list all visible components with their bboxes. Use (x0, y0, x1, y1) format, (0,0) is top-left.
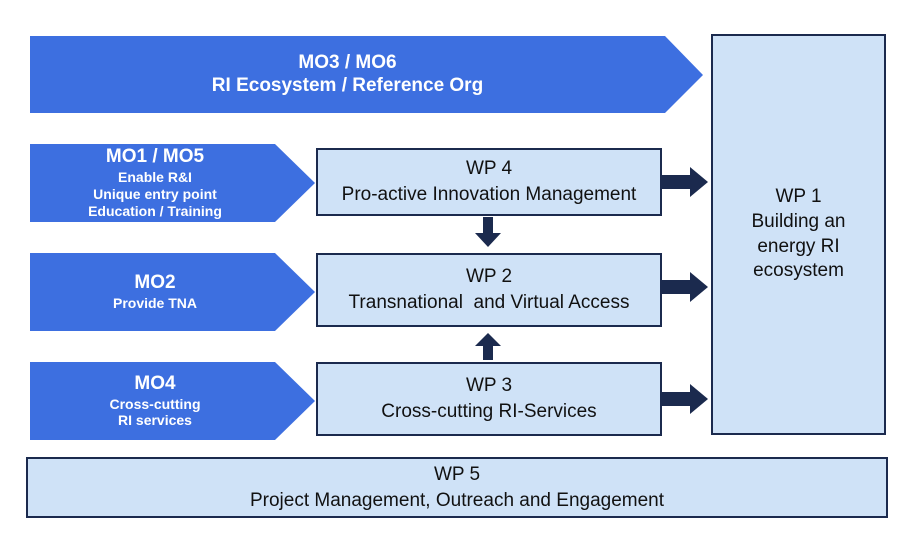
chevron-mo1-mo5-text: MO1 / MO5 Enable R&I Unique entry point … (30, 144, 280, 222)
wp2-box: WP 2 Transnational and Virtual Access (316, 253, 662, 327)
wp4-subtitle: Pro-active Innovation Management (341, 184, 637, 205)
chevron-mo4 (30, 362, 315, 440)
mo4-title: MO4 (134, 372, 176, 394)
wp1-line3: ecosystem (753, 260, 844, 282)
wp3-subtitle: Cross-cutting RI-Services (381, 401, 597, 422)
mo15-line1: Enable R&I (118, 169, 192, 186)
wp3-title: WP 3 (465, 375, 513, 397)
wp1-box: WP 1 Building an energy RI ecosystem (711, 34, 886, 435)
mo2-line1: Provide TNA (112, 295, 197, 311)
mo2-title: MO2 (134, 272, 176, 294)
arrow-wp2-to-wp1 (662, 272, 708, 302)
mo15-line2: Unique entry point (93, 186, 217, 202)
wp3-box: WP 3 Cross-cutting RI-Services (316, 362, 662, 436)
mo15-title: MO1 / MO5 (105, 146, 205, 168)
wp5-title: WP 5 (433, 463, 481, 485)
chevron-mo3-mo6-text: MO3 / MO6 RI Ecosystem / Reference Org (30, 36, 665, 113)
mo15-line3: Education / Training (88, 202, 222, 219)
wp5-subtitle: Project Management, Outreach and Engagem… (249, 489, 665, 511)
wp4-title: WP 4 (465, 158, 513, 180)
chevron-mo1-mo5 (30, 144, 315, 222)
wp2-title: WP 2 (465, 266, 513, 288)
chevron-mo2 (30, 253, 315, 331)
arrow-wp3-to-wp1 (662, 384, 708, 414)
wp5-box: WP 5 Project Management, Outreach and En… (26, 457, 888, 518)
mo4-line2: RI services (118, 412, 192, 429)
wp2-subtitle: Transnational and Virtual Access (348, 292, 630, 313)
arrow-wp4-to-wp2 (475, 217, 501, 247)
chevron-mo2-text: MO2 Provide TNA (30, 253, 280, 331)
mo36-line2: RI Ecosystem / Reference Org (211, 74, 484, 96)
wp1-line1: Building an (751, 210, 846, 232)
wp1-title: WP 1 (775, 186, 822, 208)
wp4-box: WP 4 Pro-active Innovation Management (316, 148, 662, 216)
arrow-wp3-to-wp2 (475, 333, 501, 360)
chevron-mo4-text: MO4 Cross-cutting RI services (30, 362, 280, 440)
arrow-wp4-to-wp1 (662, 167, 708, 197)
chevron-mo3-mo6 (30, 36, 703, 113)
mo36-line1: MO3 / MO6 (298, 51, 397, 73)
wp1-line2: energy RI (757, 235, 840, 257)
mo4-line1: Cross-cutting (109, 395, 201, 412)
